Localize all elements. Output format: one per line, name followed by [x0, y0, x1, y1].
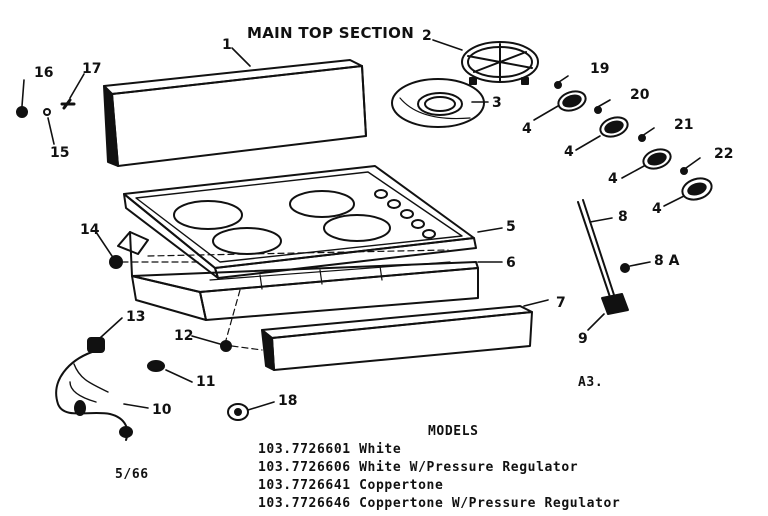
part-back-panel — [103, 59, 367, 167]
callout-15: 15 — [50, 145, 70, 161]
callout-6: 6 — [506, 255, 516, 271]
callout-1: 1 — [222, 37, 232, 53]
assembly-guide-lines — [121, 261, 263, 351]
diagram-title: MAIN TOP SECTION — [247, 24, 415, 42]
callout-20: 20 — [630, 87, 650, 103]
callout-3: 3 — [492, 95, 502, 111]
part-drip-pan — [391, 78, 485, 128]
part-grate — [461, 41, 539, 85]
callout-leaders — [21, 39, 701, 411]
callout-4-c: 4 — [608, 171, 618, 187]
model-row: 103.7726641 Coppertone — [258, 478, 444, 493]
callout-9: 9 — [578, 331, 588, 347]
part-burner-box — [117, 231, 479, 321]
page-number: 5/66 — [115, 467, 149, 482]
part-rod-assembly — [577, 199, 630, 315]
callout-4-b: 4 — [564, 144, 574, 160]
callout-8a: 8 A — [654, 253, 680, 269]
callout-18: 18 — [278, 393, 298, 409]
part-knobs — [557, 90, 713, 201]
models-heading: MODELS — [428, 424, 479, 439]
callout-8: 8 — [618, 209, 628, 225]
callout-19: 19 — [590, 61, 610, 77]
part-electrical — [55, 337, 249, 441]
part-main-top — [123, 165, 477, 279]
callout-7: 7 — [556, 295, 566, 311]
callout-21: 21 — [674, 117, 694, 133]
callout-4-d: 4 — [652, 201, 662, 217]
callout-13: 13 — [126, 309, 146, 325]
model-row: 103.7726646 Coppertone W/Pressure Regula… — [258, 496, 621, 511]
callout-17: 17 — [82, 61, 102, 77]
part-front-panel — [261, 305, 533, 371]
callout-22: 22 — [714, 146, 734, 162]
callout-4-a: 4 — [522, 121, 532, 137]
part-small-hardware — [16, 98, 232, 352]
callout-14: 14 — [80, 222, 100, 238]
section-code: A3. — [578, 375, 604, 390]
model-row: 103.7726601 White — [258, 442, 402, 457]
callout-5: 5 — [506, 219, 516, 235]
callout-10: 10 — [152, 402, 172, 418]
callout-2: 2 — [422, 28, 432, 44]
callout-11: 11 — [196, 374, 216, 390]
callout-16: 16 — [34, 65, 54, 81]
model-row: 103.7726606 White W/Pressure Regulator — [258, 460, 579, 475]
callout-12: 12 — [174, 328, 194, 344]
